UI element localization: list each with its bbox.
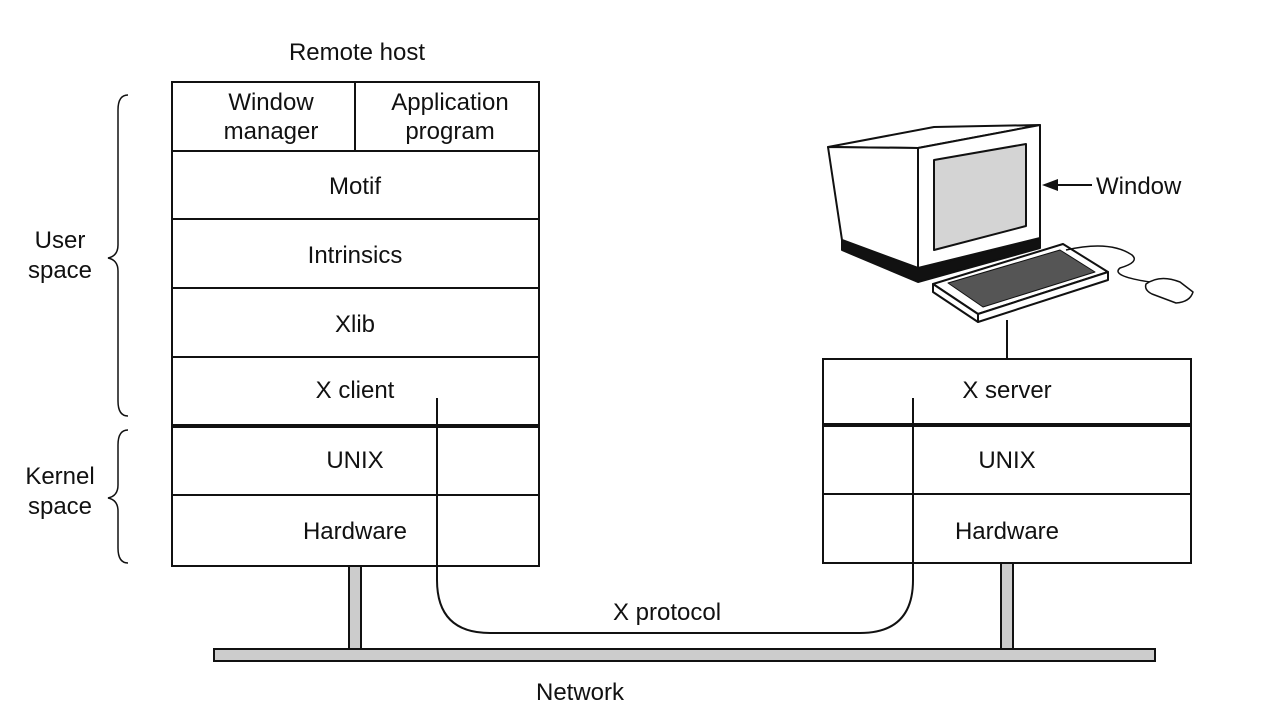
monitor-screen — [933, 143, 1027, 251]
layer-server-hardware: Hardware — [955, 518, 1059, 545]
network-label: Network — [536, 679, 625, 706]
window-label: Window — [1096, 173, 1182, 200]
layer-intrinsics: Intrinsics — [308, 242, 403, 269]
workstation-illustration — [827, 124, 1194, 323]
kernel-space-label-line2: space — [28, 493, 92, 520]
layer-xlib: Xlib — [335, 311, 375, 338]
mouse — [1144, 277, 1194, 304]
layer-server-unix: UNIX — [978, 447, 1035, 474]
keyboard-keys — [947, 249, 1096, 308]
layer-motif: Motif — [329, 173, 381, 200]
window-manager-label-line2: manager — [224, 118, 319, 145]
kernel-space-brace — [107, 429, 129, 564]
application-program-label-line1: Application — [391, 89, 508, 116]
layer-remote-unix: UNIX — [326, 447, 383, 474]
window-arrow-head — [1042, 179, 1058, 191]
keyboard-front-edge — [977, 271, 1109, 323]
kernel-space-label-line1: Kernel — [25, 463, 94, 490]
user-space-brace — [107, 94, 129, 417]
x-protocol-label: X protocol — [613, 599, 721, 626]
user-space-label-line1: User — [35, 227, 86, 254]
layer-remote-hardware: Hardware — [303, 518, 407, 545]
application-program-label-line2: program — [405, 118, 494, 145]
x-protocol-line — [436, 398, 914, 634]
user-space-label-line2: space — [28, 257, 92, 284]
network-bus — [213, 562, 1156, 662]
remote-host-title: Remote host — [289, 39, 425, 66]
window-manager-label-line1: Window — [228, 89, 314, 116]
mouse-cable — [1065, 245, 1151, 283]
layer-x-server: X server — [962, 377, 1051, 404]
layer-x-client: X client — [316, 377, 395, 404]
